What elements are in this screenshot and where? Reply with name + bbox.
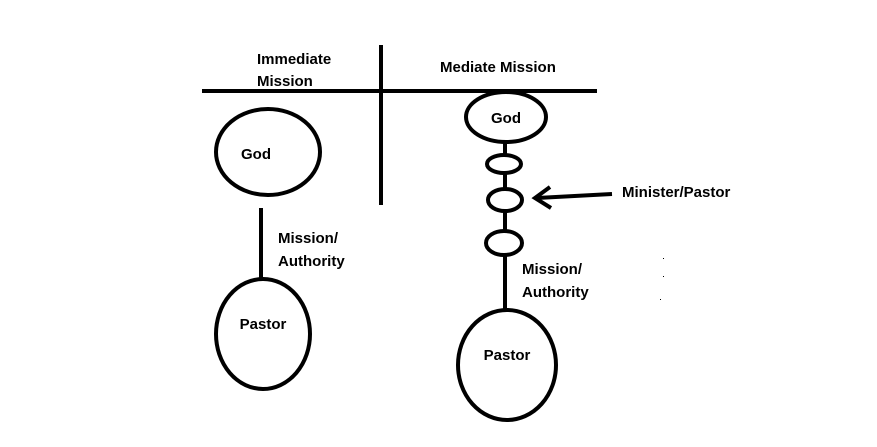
left-pastor-label: Pastor [240, 316, 287, 333]
speck [663, 258, 664, 259]
header-immediate-line2: Mission [257, 73, 313, 90]
right-pastor-node [456, 308, 558, 422]
arrow-head-icon [531, 185, 553, 210]
arrow-label: Minister/Pastor [622, 184, 731, 201]
chain-link-3 [484, 229, 524, 257]
speck [663, 276, 664, 277]
right-link-label-line2: Authority [522, 284, 589, 301]
header-mediate: Mediate Mission [440, 59, 556, 76]
header-immediate-line1: Immediate [257, 51, 331, 68]
left-pastor-node [214, 277, 312, 391]
left-link-label-line1: Mission/ [278, 230, 339, 247]
arrow-shaft [536, 192, 613, 200]
right-link-label-line1: Mission/ [522, 261, 583, 278]
right-pastor-label: Pastor [484, 347, 531, 364]
left-god-node [214, 107, 322, 197]
left-god-label: God [241, 146, 271, 163]
left-link-label-line2: Authority [278, 253, 345, 270]
chain-link-2 [486, 187, 524, 213]
speck [660, 299, 661, 300]
right-god-label: God [491, 110, 521, 127]
chain-link-1 [485, 153, 523, 175]
